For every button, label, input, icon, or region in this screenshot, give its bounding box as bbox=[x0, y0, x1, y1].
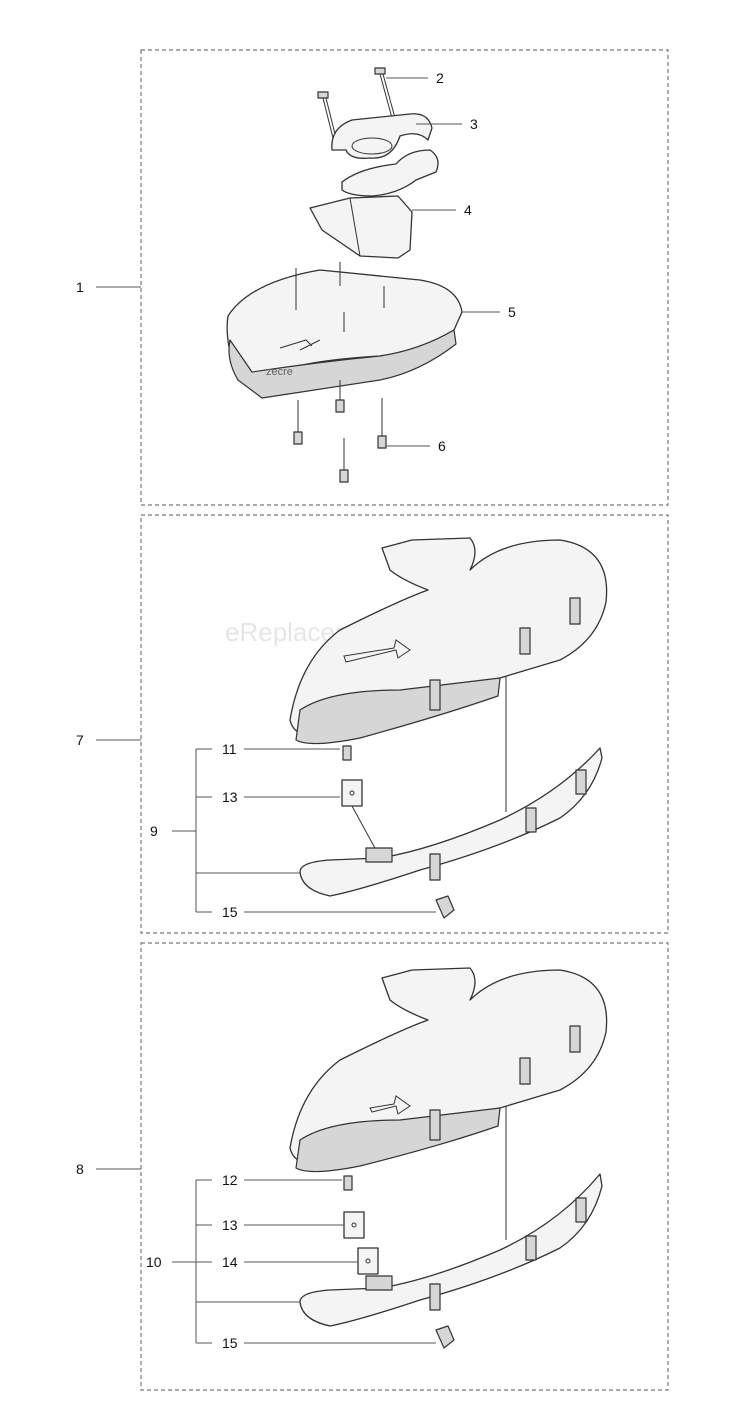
trimmer-guard-part-7 bbox=[289, 537, 608, 745]
callout-4: 4 bbox=[464, 202, 472, 218]
callout-8: 8 bbox=[76, 1161, 84, 1177]
group-box-8 bbox=[140, 942, 669, 1391]
group-box-1 bbox=[140, 49, 669, 506]
callout-15b: 15 bbox=[222, 1335, 238, 1351]
mount-part-4 bbox=[309, 195, 413, 259]
callout-1: 1 bbox=[76, 279, 84, 295]
callout-13b: 13 bbox=[222, 1217, 238, 1233]
callout-2: 2 bbox=[436, 70, 444, 86]
group-box-7 bbox=[140, 514, 669, 934]
clamp-part-3 bbox=[331, 113, 439, 197]
callout-9: 9 bbox=[150, 823, 158, 839]
callout-3: 3 bbox=[470, 116, 478, 132]
callout-15a: 15 bbox=[222, 904, 238, 920]
callout-7: 7 bbox=[76, 732, 84, 748]
callout-6: 6 bbox=[438, 438, 446, 454]
bracket-9 bbox=[172, 748, 436, 913]
plate-part-14 bbox=[357, 1247, 379, 1275]
callout-12: 12 bbox=[222, 1172, 238, 1188]
trimmer-guard-part-8 bbox=[289, 967, 608, 1173]
guard-extension-part-9 bbox=[299, 747, 603, 897]
bracket-10 bbox=[172, 1179, 436, 1344]
plate-part-13b bbox=[343, 1211, 365, 1239]
callout-13a: 13 bbox=[222, 789, 238, 805]
plate-part-13 bbox=[341, 779, 377, 851]
callout-5: 5 bbox=[508, 304, 516, 320]
latch-part-15b bbox=[435, 1325, 455, 1349]
latch-part-15a bbox=[435, 895, 455, 919]
guard-extension-part-10 bbox=[299, 1173, 603, 1327]
screw-part-6 bbox=[293, 380, 387, 483]
guard-logo-text: zecre bbox=[266, 366, 293, 378]
callout-14: 14 bbox=[222, 1254, 238, 1270]
callout-11: 11 bbox=[222, 741, 237, 757]
trimmer-guard-part-5: zecre bbox=[226, 262, 463, 399]
callout-10: 10 bbox=[146, 1254, 162, 1270]
bolt-part-12 bbox=[343, 1175, 353, 1191]
bolt-part-11 bbox=[342, 745, 352, 761]
